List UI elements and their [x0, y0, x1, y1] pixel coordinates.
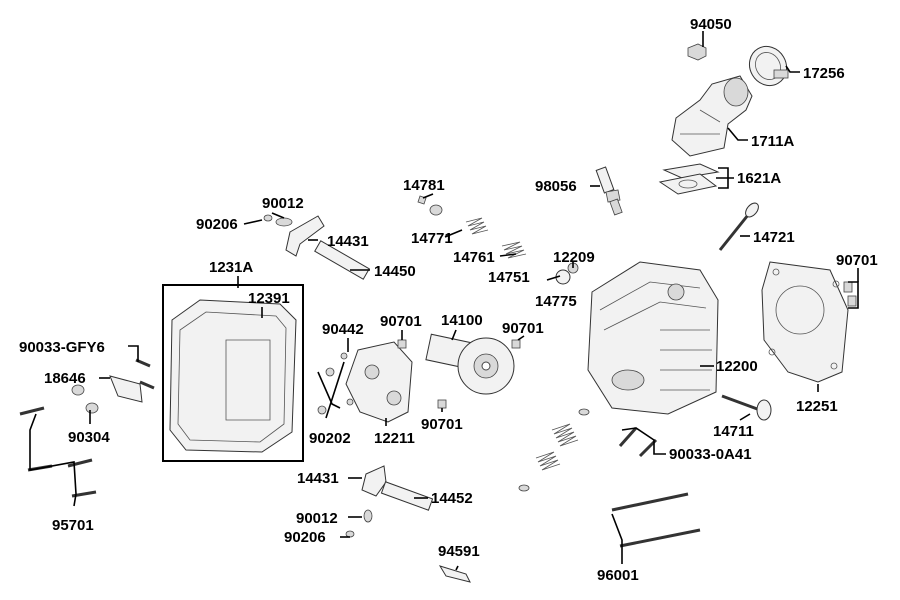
intake-gasket-1621A-part [658, 163, 720, 195]
nut-94050-part [687, 43, 707, 61]
label-90701-b: 90701 [502, 320, 544, 337]
label-14761: 14761 [453, 249, 495, 266]
label-14781: 14781 [403, 177, 445, 194]
label-90033-0A41: 90033-0A41 [669, 446, 752, 463]
rocker-arm-bottom-part [345, 465, 434, 538]
intake-manifold-1711A-part [671, 75, 753, 157]
label-14751: 14751 [488, 269, 530, 286]
clamp-17256-part [748, 45, 789, 87]
label-14721: 14721 [753, 229, 795, 246]
label-90701-c: 90701 [421, 416, 463, 433]
breather-plate-part [71, 358, 155, 414]
leader-lines [29, 31, 859, 571]
dowel-pins-90701-right-part [843, 281, 857, 307]
cylinder-head-cover-1231A-part [162, 284, 304, 462]
label-90206-bottom: 90206 [284, 529, 326, 546]
label-90701-a: 90701 [380, 313, 422, 330]
label-12200: 12200 [716, 358, 758, 375]
label-14771: 14771 [411, 230, 453, 247]
studs-96001-part [611, 492, 701, 548]
camshaft-14100-part [425, 333, 515, 395]
label-17256: 17256 [803, 65, 845, 82]
label-14100: 14100 [441, 312, 483, 329]
label-14450: 14450 [374, 263, 416, 280]
chain-guide-94591-part [438, 565, 471, 583]
exhaust-valve-14711-part [721, 394, 772, 421]
label-90012-bottom: 90012 [296, 510, 338, 527]
label-90442: 90442 [322, 321, 364, 338]
label-14711: 14711 [713, 423, 754, 440]
label-1711A: 1711A [751, 133, 795, 150]
label-95701: 95701 [52, 517, 94, 534]
label-94050: 94050 [690, 16, 732, 33]
label-14452: 14452 [431, 490, 473, 507]
studs-90033-0A41-part [618, 427, 658, 458]
valve-springs-lower-part [518, 408, 590, 492]
label-96001: 96001 [597, 567, 639, 584]
camshaft-holder-12211-part [317, 341, 413, 423]
label-14775: 14775 [535, 293, 577, 310]
intake-valve-14721-part [718, 202, 759, 251]
label-12391: 12391 [248, 290, 290, 307]
label-14431-bottom: 14431 [297, 470, 339, 487]
valve-seals-part [555, 262, 579, 285]
label-90304: 90304 [68, 429, 110, 446]
label-90202: 90202 [309, 430, 351, 447]
spark-plug-98056-part [595, 166, 623, 216]
label-98056: 98056 [535, 178, 577, 195]
label-90206-top: 90206 [196, 216, 238, 233]
label-18646: 18646 [44, 370, 86, 387]
bolts-95701-part [19, 406, 97, 498]
head-gasket-12251-part [761, 261, 849, 383]
cylinder-head-12200-part [587, 261, 719, 415]
label-12209: 12209 [553, 249, 595, 266]
label-1231A: 1231A [209, 259, 253, 276]
label-1621A: 1621A [737, 170, 781, 187]
label-12251: 12251 [796, 398, 838, 415]
label-12211: 12211 [374, 430, 415, 447]
label-90701-right: 90701 [836, 252, 878, 269]
label-90012-top: 90012 [262, 195, 304, 212]
label-14431-top: 14431 [327, 233, 369, 250]
label-90033-GFY6: 90033-GFY6 [19, 339, 105, 356]
label-94591: 94591 [438, 543, 480, 560]
